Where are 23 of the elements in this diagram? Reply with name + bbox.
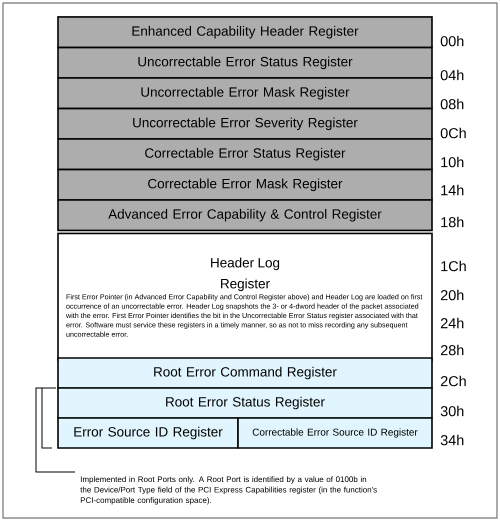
register-box: Advanced Error Capability & Control Register — [57, 199, 433, 232]
register-box: Enhanced Capability Header Register — [57, 16, 433, 48]
offset-label: 34h — [440, 434, 464, 446]
offset-label: 14h — [441, 184, 464, 196]
register-box: Uncorrectable Error Status Register — [57, 46, 433, 79]
register-box: Correctable Error Source ID Register — [237, 417, 433, 449]
offset-label: 10h — [441, 156, 464, 168]
offset-label: 0Ch — [440, 128, 466, 138]
register-box: Correctable Error Mask Register — [57, 168, 433, 201]
register-box: Correctable Error Status Register — [57, 138, 433, 170]
register-box: Error Source ID Register — [57, 417, 239, 449]
offset-label: 04h — [440, 70, 464, 80]
register-box: Uncorrectable Error Severity Register — [57, 108, 433, 140]
offset-label: 30h — [440, 406, 464, 416]
register-box: Root Error Command Register — [57, 357, 433, 389]
offset-label: 24h — [440, 318, 464, 328]
offset-label: 1Ch — [441, 260, 466, 272]
offset-label: 28h — [440, 344, 464, 356]
register-box: Uncorrectable Error Mask Register — [57, 77, 433, 110]
offset-label: 2Ch — [440, 376, 466, 386]
offset-label: 18h — [441, 216, 464, 228]
offset-label: 00h — [440, 36, 464, 46]
offset-label: 08h — [440, 98, 464, 110]
